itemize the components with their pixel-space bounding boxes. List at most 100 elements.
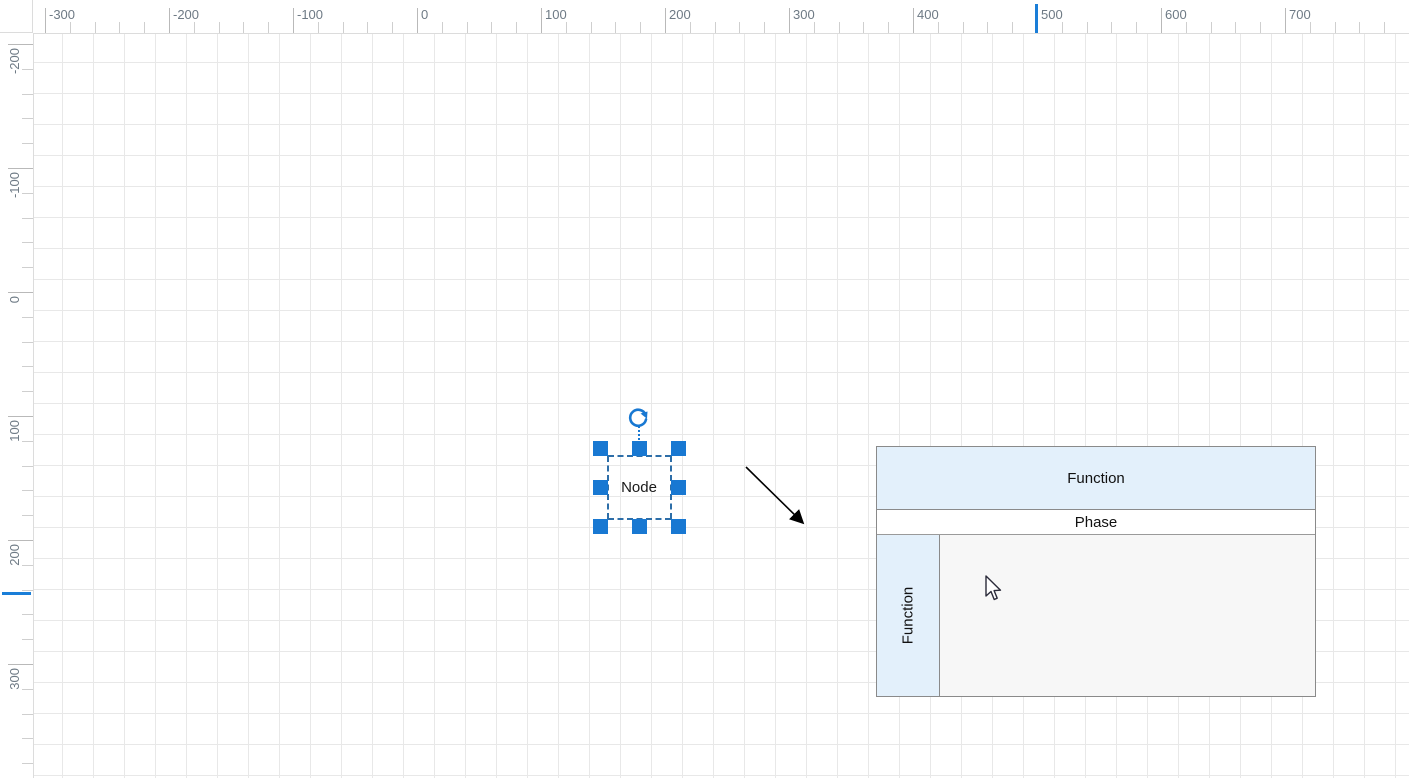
ruler-tick-label: 0	[421, 7, 429, 22]
mouse-cursor	[985, 575, 1002, 601]
ruler-tick-minor	[565, 22, 567, 33]
ruler-tick-minor	[22, 118, 33, 120]
ruler-tick-label: -300	[49, 7, 76, 22]
resize-handle-ne[interactable]	[670, 440, 686, 456]
ruler-tick-minor	[22, 688, 33, 690]
ruler-tick-minor	[441, 22, 443, 33]
ruler-tick-minor	[1012, 22, 1014, 33]
ruler-tick-minor	[22, 391, 33, 393]
ruler-tick-major	[45, 8, 46, 33]
ruler-tick-minor	[962, 22, 964, 33]
ruler-tick-minor	[22, 242, 33, 244]
ruler-tick-minor	[22, 316, 33, 318]
ruler-tick-minor	[22, 639, 33, 641]
horizontal-ruler-guide[interactable]	[1035, 4, 1038, 33]
ruler-tick-minor	[640, 22, 642, 33]
ruler-tick-minor	[317, 22, 319, 33]
ruler-corner-box[interactable]	[0, 0, 33, 33]
ruler-tick-minor	[119, 22, 121, 33]
ruler-tick-minor	[22, 366, 33, 368]
ruler-tick-minor	[22, 68, 33, 70]
selection-edge-left	[606, 455, 609, 519]
ruler-tick-minor	[22, 93, 33, 95]
ruler-tick-label: -200	[7, 48, 22, 75]
ruler-tick-major	[8, 540, 33, 541]
lane-header-label: Function	[899, 586, 917, 645]
ruler-tick-minor	[22, 564, 33, 566]
ruler-tick-minor	[144, 22, 146, 33]
lane-body[interactable]	[940, 535, 1315, 696]
pool-shape[interactable]: Function Phase Function	[876, 446, 1316, 697]
ruler-tick-minor	[615, 22, 617, 33]
ruler-tick-minor	[987, 22, 989, 33]
ruler-tick-label: 200	[669, 7, 691, 22]
diagram-canvas[interactable]	[33, 33, 1409, 778]
ruler-tick-minor	[22, 217, 33, 219]
ruler-tick-minor	[1185, 22, 1187, 33]
lane-header[interactable]: Function	[877, 535, 940, 696]
ruler-tick-minor	[863, 22, 865, 33]
ruler-tick-label: 100	[545, 7, 567, 22]
ruler-tick-minor	[1086, 22, 1088, 33]
ruler-tick-minor	[367, 22, 369, 33]
node-selection-group[interactable]: Node	[592, 408, 686, 534]
ruler-tick-label: 600	[1165, 7, 1187, 22]
ruler-tick-minor	[1309, 22, 1311, 33]
ruler-tick-label: 100	[7, 420, 22, 442]
ruler-tick-minor	[1260, 22, 1262, 33]
ruler-tick-minor	[1334, 22, 1336, 33]
ruler-tick-minor	[22, 465, 33, 467]
selection-edge-top	[607, 454, 671, 457]
ruler-tick-minor	[22, 614, 33, 616]
ruler-tick-major	[1285, 8, 1286, 33]
ruler-tick-minor	[94, 22, 96, 33]
resize-handle-sw[interactable]	[592, 518, 608, 534]
ruler-tick-major	[789, 8, 790, 33]
ruler-tick-minor	[1235, 22, 1237, 33]
node-label: Node	[621, 478, 657, 496]
ruler-tick-minor	[69, 22, 71, 33]
resize-handle-s[interactable]	[631, 518, 647, 534]
ruler-tick-major	[1161, 8, 1162, 33]
ruler-tick-minor	[516, 22, 518, 33]
ruler-tick-minor	[714, 22, 716, 33]
resize-handle-w[interactable]	[592, 479, 608, 495]
ruler-tick-label: 200	[7, 544, 22, 566]
resize-handle-se[interactable]	[670, 518, 686, 534]
ruler-tick-minor	[1136, 22, 1138, 33]
vertical-ruler-guide[interactable]	[2, 592, 31, 595]
ruler-tick-minor	[22, 490, 33, 492]
ruler-tick-minor	[22, 267, 33, 269]
ruler-tick-major	[8, 416, 33, 417]
ruler-tick-minor	[466, 22, 468, 33]
ruler-tick-major	[665, 8, 666, 33]
ruler-tick-minor	[22, 713, 33, 715]
ruler-tick-label: 400	[917, 7, 939, 22]
ruler-tick-major	[293, 8, 294, 33]
resize-handle-e[interactable]	[670, 479, 686, 495]
ruler-tick-major	[169, 8, 170, 33]
ruler-tick-minor	[1210, 22, 1212, 33]
ruler-tick-minor	[342, 22, 344, 33]
ruler-tick-label: 300	[793, 7, 815, 22]
resize-handle-n[interactable]	[631, 440, 647, 456]
rotate-handle-icon[interactable]	[626, 404, 652, 430]
ruler-tick-label: -100	[297, 7, 324, 22]
ruler-tick-minor	[392, 22, 394, 33]
ruler-tick-label: 0	[7, 296, 22, 304]
ruler-tick-major	[541, 8, 542, 33]
pool-phase-label[interactable]: Phase	[877, 510, 1315, 535]
ruler-tick-minor	[838, 22, 840, 33]
arrow-connector-icon[interactable]	[740, 455, 830, 545]
ruler-tick-minor	[193, 22, 195, 33]
ruler-tick-minor	[22, 341, 33, 343]
ruler-tick-major	[8, 664, 33, 665]
ruler-tick-minor	[22, 589, 33, 591]
resize-handle-nw[interactable]	[592, 440, 608, 456]
ruler-tick-major	[913, 8, 914, 33]
ruler-tick-minor	[218, 22, 220, 33]
ruler-tick-major	[8, 292, 33, 293]
pool-title[interactable]: Function	[877, 447, 1315, 510]
